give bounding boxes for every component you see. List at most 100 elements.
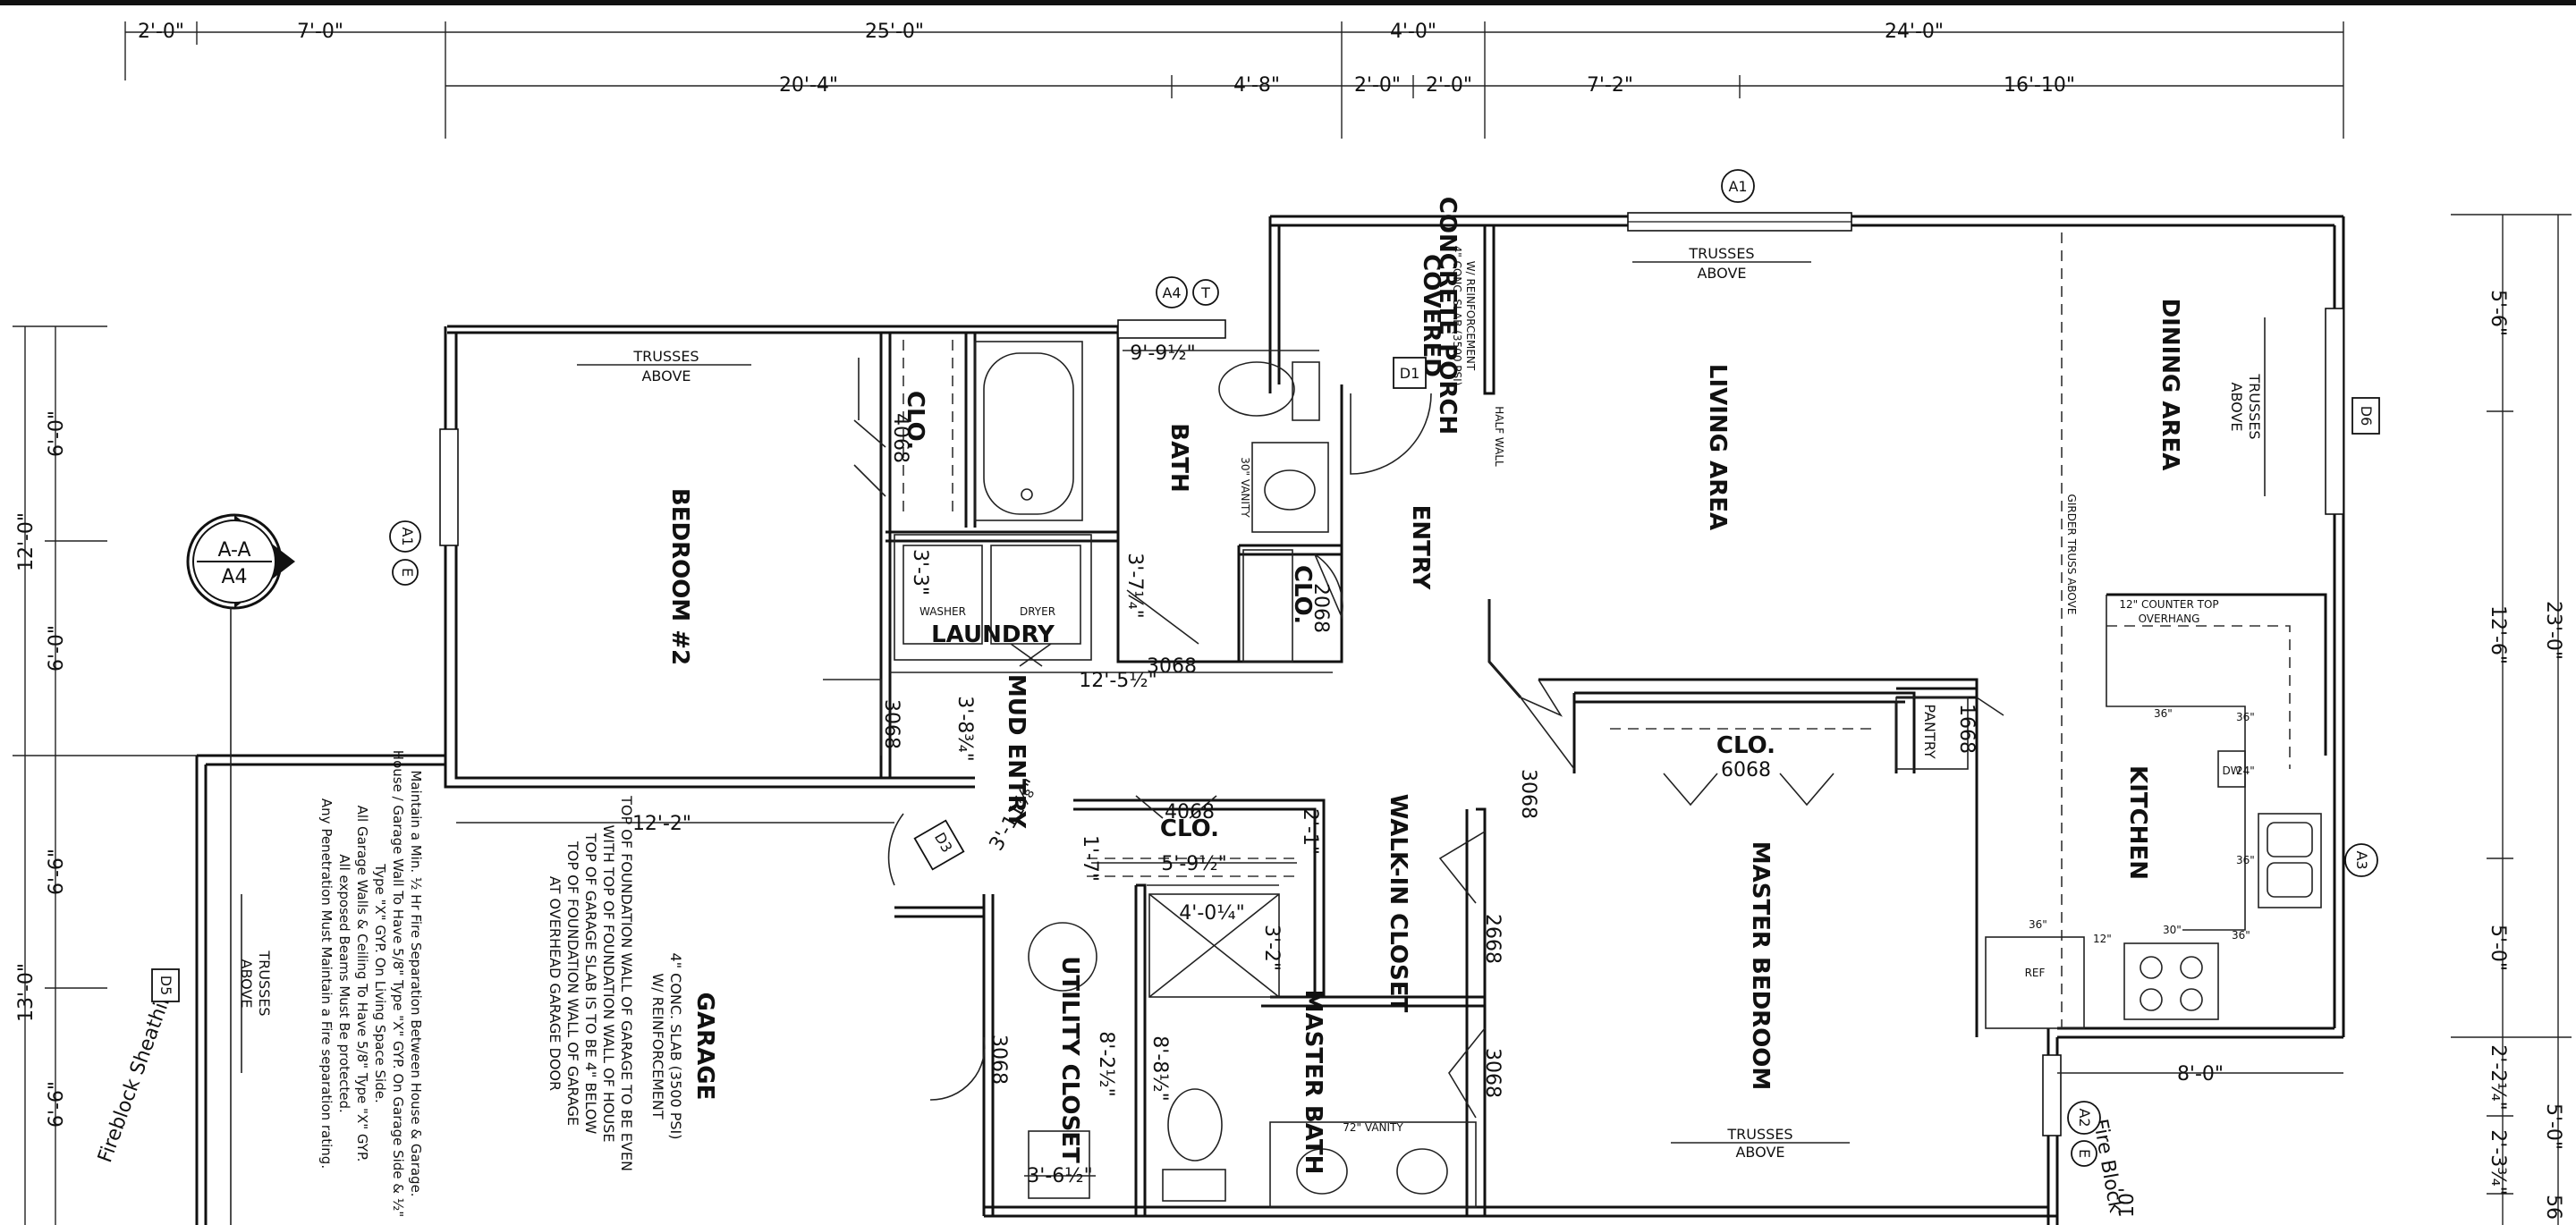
tag-a1-circle <box>1721 169 1755 203</box>
tag-t: T <box>1200 284 1210 301</box>
dim-top-4: 4'-0" <box>1390 21 1436 43</box>
room-utility-closet: UTILITY CLOSET <box>1056 956 1083 1163</box>
tag-a1e-circle <box>389 520 421 553</box>
tag-d5: D5 <box>157 976 174 996</box>
dim-left-outer-2: 13'-0" <box>15 963 38 1022</box>
fire-note-5: All exposed Beams Must Be protected. <box>336 854 352 1113</box>
kdim-4: 36" <box>2236 854 2255 866</box>
exterior-walls <box>195 215 2345 1225</box>
tag-a4t: A4 <box>1162 284 1181 301</box>
garage-note-2: WITH TOP OF FOUNDATION WALL OF HOUSE <box>600 824 617 1142</box>
door-clo-6068: 6068 <box>1721 759 1771 781</box>
room-details <box>894 232 2322 1208</box>
dim-right-inner-5: 2'-3¾" <box>2487 1129 2509 1195</box>
room-master-bedroom: MASTER BEDROOM <box>1747 841 1774 1091</box>
section-marker-bottom: A4 <box>221 566 247 588</box>
dim-top2-5: 7'-2" <box>1587 74 1633 97</box>
kdim-3: 24" <box>2236 765 2255 777</box>
dim-top2-2: 4'-8" <box>1233 74 1280 97</box>
overhang-label: OVERHANG <box>2139 612 2200 625</box>
dim-kitchen-w: 8'-0" <box>2177 1063 2224 1086</box>
garage-note-3: TOP OF GARAGE SLAB IS TO BE 4" BELOW <box>582 832 599 1135</box>
dim-top-3: 25'-0" <box>865 21 924 43</box>
door-master: 3068 <box>1517 769 1539 819</box>
vanity30-label: 30" VANITY <box>1239 457 1251 518</box>
door-pantry: 1668 <box>1955 704 1978 754</box>
dim-right-inner-1: 5'-6" <box>2487 290 2509 336</box>
door-laundry: 3068 <box>1147 655 1197 678</box>
covered-label: COVERED <box>1418 254 1445 377</box>
room-entry: ENTRY <box>1407 505 1434 591</box>
dim-left-inner-3: 6'-6" <box>46 849 68 895</box>
room-master-bath: MASTER BATH <box>1300 990 1326 1175</box>
clo-label-bed: CLO. <box>902 391 928 450</box>
door-mud: 3068 <box>880 699 902 749</box>
kdim-5: 36" <box>2232 929 2250 942</box>
dim-right-inner-4: 2'-2¼" <box>2487 1044 2509 1110</box>
truss-label-dining: TRUSSES <box>2246 373 2263 439</box>
dryer-label: DRYER <box>1020 605 1055 618</box>
tag-t-circle <box>1192 279 1219 306</box>
fire-note-3: Type "X" GYP. On Living Space Side. <box>372 863 388 1102</box>
tag-a1: A1 <box>1728 178 1747 195</box>
garage-notes: 4" CONC. SLAB (3500 PSI) W/ REINFORCEMEN… <box>318 750 684 1217</box>
dw-label: DW <box>2222 765 2241 777</box>
above-label-dining: ABOVE <box>2228 382 2245 431</box>
door-walkin: 2668 <box>1481 914 1504 964</box>
room-dining: DINING AREA <box>2157 299 2183 471</box>
counter-label: 12" COUNTER TOP <box>2119 598 2218 611</box>
dim-left-outer-1: 12'-0" <box>15 512 38 571</box>
garage-note-4: TOP OF FOUNDATION WALL OF GARAGE <box>564 841 581 1126</box>
interior-dims: 9'-9½" 12'-5½" 3'-7¼" 3'-3" 12'-2" 3'-8¾… <box>456 342 2343 1187</box>
truss-notes: TRUSSES ABOVE TRUSSES ABOVE TRUSSES ABOV… <box>238 245 2266 1161</box>
dim-util-h: 8'-2½" <box>1095 1031 1117 1096</box>
clo-label-master: CLO. <box>1716 732 1775 759</box>
dim-clo-w: 5'-9½" <box>1161 853 1226 875</box>
kitchen-dims: 36" 36" 24" 36" 36" 30" 12" 36" <box>2029 707 2255 945</box>
door-clo-bed: 4068 <box>889 413 911 463</box>
door-clo-bath: 2068 <box>1309 583 1332 633</box>
fireblock-sheathing-label: Fireblock Sheathing <box>94 976 181 1166</box>
fire-note-4: All Garage Walls & Ceiling To Have 5/8" … <box>354 806 370 1162</box>
door-swings <box>823 358 2004 1119</box>
above-label-master: ABOVE <box>1735 1144 1784 1161</box>
door-mbath: 3068 <box>1481 1048 1504 1098</box>
tag-e-circle <box>392 559 419 586</box>
dim-top-5: 24'-0" <box>1885 21 1944 43</box>
clo-label-bath: CLO. <box>1289 565 1316 624</box>
tag-d6-box <box>2351 397 2380 435</box>
porch-reinf: W/ REINFORCEMENT <box>1464 261 1477 371</box>
dim-top-2: 7'-0" <box>297 21 343 43</box>
dim-top2-6: 16'-10" <box>2004 74 2075 97</box>
clo-label-hall: CLO. <box>1160 815 1219 842</box>
tag-d1: D1 <box>1400 365 1420 382</box>
door-clo-4068: 4068 <box>1165 801 1215 824</box>
tag-e: E <box>399 568 416 577</box>
dim-right-inner-2: 12'-6" <box>2487 605 2509 664</box>
tag-a1e: A1 <box>399 527 416 545</box>
kdim-1: 36" <box>2154 707 2173 720</box>
room-walk-in-closet: WALK-IN CLOSET <box>1385 794 1411 1013</box>
garage-note-1: TOP OF FOUNDATION WALL OF GARAGE TO BE E… <box>618 795 635 1171</box>
misc-labels: CLO. 4068 CLO. 2068 3068 3068 CLO. 4068 … <box>94 197 2241 1218</box>
truss-label-master: TRUSSES <box>1726 1126 1792 1143</box>
fire-note-2: House / Garage Wall To Have 5/8" Type "X… <box>390 750 406 1217</box>
tag-a3-circle <box>2344 843 2378 877</box>
dim-laundry-h: 3'-3" <box>909 549 931 596</box>
dim-shower-h: 3'-2" <box>1260 925 1283 971</box>
room-labels: BEDROOM #2 LIVING AREA DINING AREA KITCH… <box>666 299 2183 1175</box>
dim-right-outer-2: 5'-0" <box>2542 1103 2564 1150</box>
kdim-7: 12" <box>2093 933 2112 945</box>
concrete-porch-label: CONCRETE PORCH <box>1434 197 1461 435</box>
tag-e2-circle <box>2071 1140 2097 1167</box>
above-label-garage: ABOVE <box>238 959 255 1008</box>
dim-top2-1: 20'-4" <box>779 74 838 97</box>
dim-left-inner-2: 6'-0" <box>46 625 68 672</box>
room-garage: GARAGE <box>691 993 718 1101</box>
half-wall-label: HALF WALL <box>1493 406 1505 467</box>
dim-shower-w: 4'-0¼" <box>1179 902 1244 925</box>
vanity72-label: 72" VANITY <box>1343 1121 1403 1134</box>
dim-top-1: 2'-0" <box>138 21 184 43</box>
room-kitchen: KITCHEN <box>2124 765 2151 880</box>
garage-spec-1: 4" CONC. SLAB (3500 PSI) <box>667 953 684 1140</box>
